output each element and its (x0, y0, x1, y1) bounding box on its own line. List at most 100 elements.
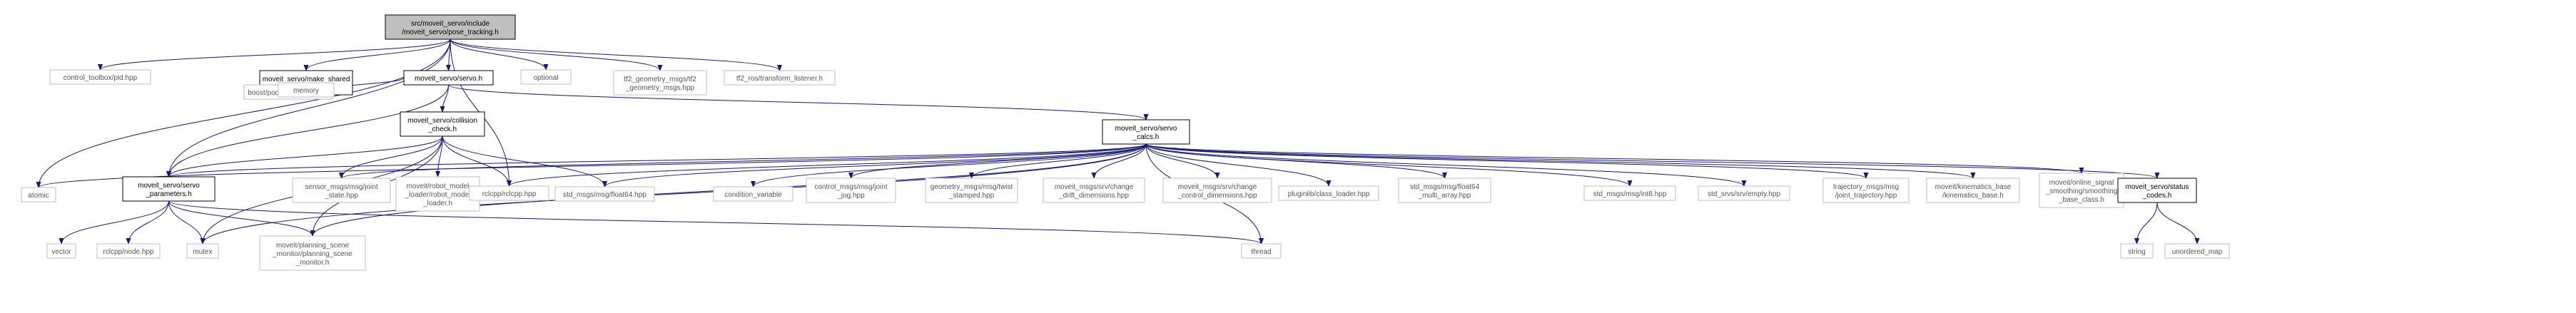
node-mutex: mutex (186, 243, 219, 259)
node-joint_state-box (292, 178, 391, 203)
node-condition_variable-label-line-0: condition_variable (724, 191, 782, 199)
node-float64: std_msgs/msg/float64.hpp (554, 186, 655, 202)
node-change_control-label-line-0: moveit_msgs/srv/change (1178, 183, 1257, 191)
node-optional-label-line-0: optional (533, 74, 558, 82)
node-atomic: atomic (21, 187, 56, 202)
edge-status_codes-to-string (2134, 202, 2158, 245)
node-planning_scene_monitor-label-line-0: moveit/planning_scene (276, 242, 350, 250)
node-collision_check-label-line-0: moveit_servo/collision (407, 117, 477, 125)
edge-servo_calcs-to-smoothing_base (1145, 143, 2084, 174)
node-smoothing_base: moveit/online_signal_smoothing/smoothing… (2039, 173, 2124, 208)
node-unordered_map: unordered_map (2164, 243, 2230, 259)
edge-servo_calcs-to-int8 (1145, 143, 1633, 187)
edge-servo_calcs-to-change_drift (1091, 143, 1147, 179)
node-status_codes[interactable]: moveit_servo/status_codes.h (2117, 178, 2197, 203)
node-robot_model_loader: moveit/robot_model_loader/robot_model_lo… (395, 176, 480, 212)
edge-servo-to-servo_parameters (166, 84, 449, 178)
node-planning_scene_monitor-label-line-2: _monitor.h (295, 259, 330, 267)
node-robot_model_loader-label-line-0: moveit/robot_model (407, 183, 470, 190)
node-joint_state-label-line-1: _state.hpp (324, 192, 358, 200)
node-servo_calcs[interactable]: moveit_servo/servo_calcs.h (1102, 119, 1190, 145)
node-root[interactable]: src/moveit_servo/include/moveit_servo/po… (385, 14, 516, 40)
edge-root-to-tf2_geometry (450, 39, 663, 71)
node-servo_parameters-label-line-1: _parameters.h (145, 190, 191, 198)
node-root-label-line-1: /moveit_servo/pose_tracking.h (402, 29, 499, 36)
node-kinematics_base-label-line-0: moveit/kinematics_base (1935, 183, 2012, 191)
node-joint_jog-box (806, 178, 896, 203)
node-tf2_geometry: tf2_geometry_msgs/tf2_geometry_msgs.hpp (613, 70, 707, 96)
edge-servo_calcs-to-joint_jog (848, 143, 1147, 179)
node-servo-box[interactable] (403, 70, 494, 86)
edge-servo_calcs-to-atomic (36, 143, 1147, 188)
edge-servo_calcs-to-class_loader (1145, 143, 1332, 187)
node-condition_variable-box (713, 186, 793, 202)
node-smoothing_base-label-line-1: _smoothing/smoothing (2045, 188, 2118, 195)
node-unordered_map-box (2164, 243, 2230, 259)
node-planning_scene_monitor: moveit/planning_scene_monitor/planning_s… (259, 235, 366, 271)
node-string-box (2120, 243, 2154, 259)
edge-root-to-tf2_listener (450, 39, 782, 71)
node-joint_jog-label-line-1: _jog.hpp (836, 192, 865, 200)
node-collision_check[interactable]: moveit_servo/collision_check.h (400, 111, 485, 137)
node-collision_check-label-line-1: _check.h (427, 125, 457, 133)
node-joint_state-label-line-0: sensor_msgs/msg/joint (305, 183, 377, 191)
node-tf2_listener-label-line-0: tf2_ros/transform_listener.h (736, 75, 823, 83)
edge-collision_check-to-rclcpp (442, 135, 512, 187)
node-optional-box (520, 69, 572, 85)
node-collision_check-box[interactable] (400, 111, 485, 137)
node-kinematics_base-label-line-1: /kinematics_base.h (1942, 192, 2004, 200)
node-kinematics_base: moveit/kinematics_base/kinematics_base.h (1926, 178, 2020, 203)
node-change_drift-label-line-1: _drift_dimensions.hpp (1058, 192, 1129, 200)
node-tf2_listener-box (724, 70, 836, 86)
node-pid: control_toolbox/pid.hpp (49, 69, 151, 85)
node-servo_parameters-label-line-0: moveit_servo/servo (138, 182, 200, 190)
node-root-box[interactable] (385, 14, 516, 40)
node-servo[interactable]: moveit_servo/servo.h (403, 70, 494, 86)
node-change_control-box (1162, 178, 1272, 203)
node-thread: thread (1241, 243, 1282, 259)
edge-servo_calcs-to-rclcpp (507, 143, 1147, 187)
edge-servo-to-servo_calcs (448, 84, 1149, 120)
edge-servo_calcs-to-mutex (200, 143, 1147, 245)
node-optional: optional (520, 69, 572, 85)
node-thread-label-line-0: thread (1251, 248, 1271, 256)
node-servo_calcs-box[interactable] (1102, 119, 1190, 145)
node-int8-box (1583, 185, 1676, 201)
node-empty-label-line-0: std_srvs/srv/empty.hpp (1708, 190, 1781, 198)
node-memory-label-line-0: memory (293, 87, 319, 95)
node-twist_stamped: geometry_msgs/msg/twist_stamped.hpp (925, 178, 1018, 203)
node-status_codes-label-line-1: _codes.h (2142, 192, 2172, 200)
node-joint_trajectory-box (1822, 178, 1910, 203)
edge-collision_check-to-servo_parameters (166, 135, 443, 178)
node-joint_state: sensor_msgs/msg/joint_state.hpp (292, 178, 391, 203)
node-make_shared_from_pool-label-line-0: moveit_servo/make_shared (263, 76, 350, 83)
node-float64-box (554, 186, 655, 202)
node-robot_model_loader-label-line-1: _loader/robot_model (405, 191, 471, 199)
node-robot_model_loader-label-line-2: _loader.h (422, 200, 452, 207)
node-joint_jog-label-line-0: control_msgs/msg/joint (814, 183, 887, 191)
node-joint_trajectory: trajectory_msgs/msg/joint_trajectory.hpp (1822, 178, 1910, 203)
node-status_codes-box[interactable] (2117, 178, 2197, 203)
node-servo_parameters-box[interactable] (122, 176, 215, 202)
node-node-label-line-0: rclcpp/node.hpp (103, 248, 154, 256)
node-condition_variable: condition_variable (713, 186, 793, 202)
node-memory: memory (278, 82, 335, 98)
node-change_drift-box (1043, 178, 1145, 203)
node-planning_scene_monitor-label-line-1: _monitor/planning_scene (272, 250, 353, 258)
node-string: string (2120, 243, 2154, 259)
edge-servo_calcs-to-twist_stamped (969, 143, 1147, 179)
node-tf2_listener: tf2_ros/transform_listener.h (724, 70, 836, 86)
node-status_codes-label-line-0: moveit_servo/status (2126, 183, 2189, 191)
edge-collision_check-to-float64 (442, 135, 607, 188)
node-float64_multi-box (1398, 178, 1491, 203)
node-class_loader: pluginlib/class_loader.hpp (1278, 185, 1379, 201)
node-node: rclcpp/node.hpp (96, 243, 161, 259)
node-planning_scene_monitor-box (259, 235, 366, 271)
node-servo-label-line-0: moveit_servo/servo.h (415, 75, 482, 83)
node-string-label-line-0: string (2128, 248, 2145, 256)
edge-servo_parameters-to-thread (168, 200, 1264, 245)
node-joint_jog: control_msgs/msg/joint_jog.hpp (806, 178, 896, 203)
node-smoothing_base-label-line-0: moveit/online_signal (2049, 179, 2114, 187)
node-servo_parameters[interactable]: moveit_servo/servo_parameters.h (122, 176, 215, 202)
